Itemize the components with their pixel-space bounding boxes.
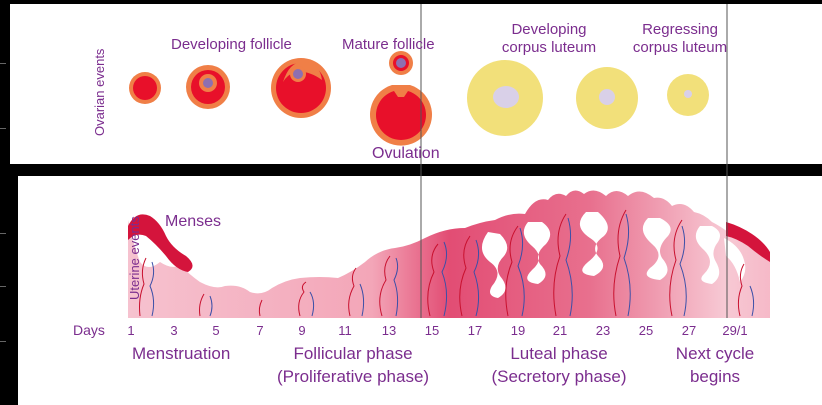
mature-follicle-label: Mature follicle — [342, 37, 435, 52]
luteal-phase-label: Luteal phase — [510, 345, 607, 362]
day-tick: 27 — [682, 323, 696, 338]
endometrium — [128, 190, 770, 318]
day-tick: 11 — [338, 323, 352, 338]
day-tick: 29/1 — [722, 323, 747, 338]
menses-label: Menses — [165, 214, 221, 230]
ovarian-events-axis-label: Ovarian events — [92, 49, 107, 136]
day-tick: 7 — [256, 323, 263, 338]
ovulation-label: Ovulation — [372, 146, 440, 162]
ruptured-follicle — [370, 85, 432, 146]
mature-follicle-released-oocyte — [389, 51, 413, 75]
secretory-phase-label: (Secretory phase) — [491, 368, 626, 385]
day-tick: 5 — [212, 323, 219, 338]
regressing-corpus-luteum — [667, 74, 709, 116]
developing-corpus-luteum-label-line1: Developing — [511, 22, 586, 37]
developing-follicle-label: Developing follicle — [171, 37, 292, 52]
day-tick: 25 — [639, 323, 653, 338]
proliferative-phase-label: (Proliferative phase) — [277, 368, 429, 385]
day-tick: 13 — [382, 323, 396, 338]
day-tick: 9 — [298, 323, 305, 338]
uterine-events-axis-label: Uterine events — [127, 216, 142, 300]
day-tick: 3 — [170, 323, 177, 338]
day-tick: 21 — [553, 323, 567, 338]
developing-corpus-luteum-1 — [467, 60, 543, 136]
days-axis-label: Days — [73, 323, 105, 337]
day-tick: 17 — [468, 323, 482, 338]
day-tick: 1 — [127, 323, 134, 338]
day-tick: 19 — [511, 323, 525, 338]
next-cycle-label-line2: begins — [690, 368, 740, 385]
developing-corpus-luteum-2 — [576, 67, 638, 129]
regressing-corpus-luteum-label-line1: Regressing — [642, 22, 718, 37]
regressing-corpus-luteum-label-line2: corpus luteum — [633, 40, 727, 55]
day-tick: 23 — [596, 323, 610, 338]
menstruation-phase-label: Menstruation — [132, 345, 230, 362]
primary-follicle — [129, 72, 161, 104]
follicular-phase-label: Follicular phase — [293, 345, 412, 362]
secondary-follicle — [186, 65, 230, 109]
next-cycle-label-line1: Next cycle — [676, 345, 754, 362]
developing-corpus-luteum-label-line2: corpus luteum — [502, 40, 596, 55]
day-tick: 15 — [425, 323, 439, 338]
tertiary-follicle — [271, 58, 331, 118]
